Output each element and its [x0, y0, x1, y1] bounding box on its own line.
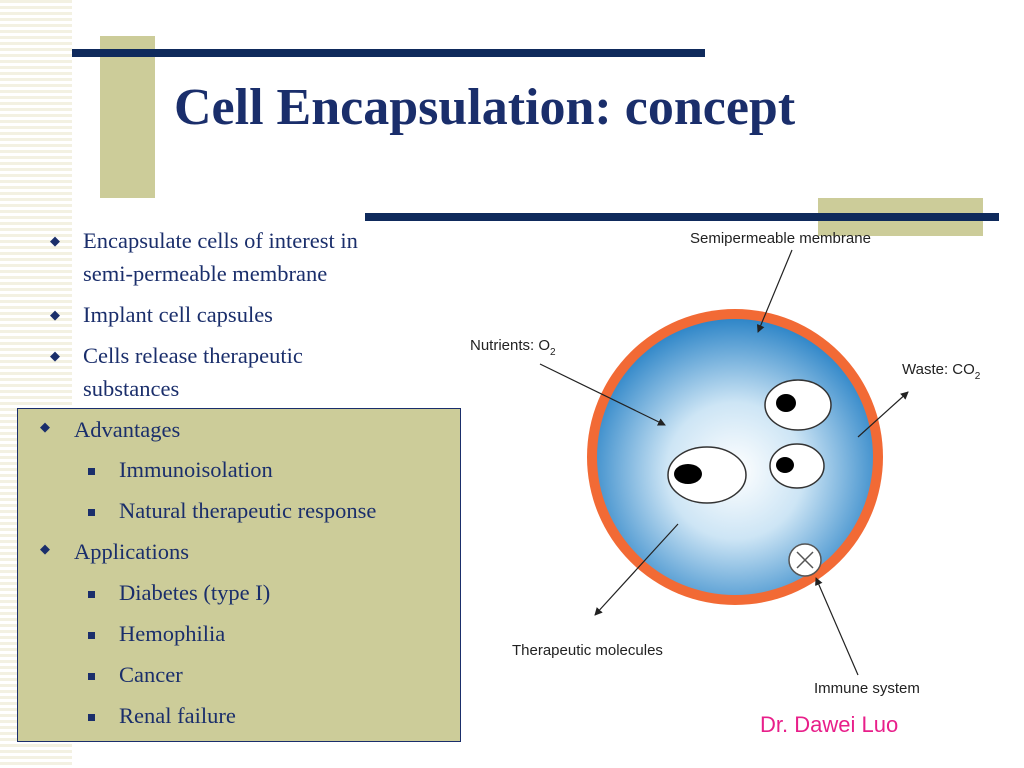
nutrients-label: Nutrients: O2: [470, 337, 556, 358]
bullet-text: Implant cell capsules: [83, 302, 273, 327]
diamond-bullet-icon: ◆: [40, 419, 50, 434]
slide-title: Cell Encapsulation: concept: [174, 79, 796, 136]
advantages-applications-box: ◆ Advantages Immunoisolation Natural the…: [17, 408, 461, 742]
diamond-bullet-icon: ◆: [50, 348, 60, 363]
encapsulated-cell: [764, 379, 832, 431]
bullet-text: Encapsulate cells of interest in: [83, 228, 358, 253]
square-bullet-icon: [88, 468, 95, 475]
diamond-bullet-icon: ◆: [50, 233, 60, 248]
square-bullet-icon: [88, 591, 95, 598]
bullet-item: ◆ Implant cell capsules: [46, 298, 446, 331]
author-credit: Dr. Dawei Luo: [760, 712, 899, 737]
membrane-arrow: [756, 249, 793, 333]
immune-arrow: [815, 577, 859, 676]
top-bullet-list: ◆ Encapsulate cells of interest in semi-…: [46, 224, 446, 413]
immune-block-x-icon: [788, 543, 822, 577]
waste-arrow: [857, 391, 909, 438]
navy-rule-top: [72, 49, 705, 57]
bullet-text: Cells release therapeutic: [83, 343, 303, 368]
immune-system-label: Immune system: [814, 680, 920, 697]
therapeutic-arrow: [594, 523, 679, 616]
square-bullet-icon: [88, 714, 95, 721]
cell-capsule-diagram: Semipermeable membrane Nutrients: O2 Was…: [470, 230, 980, 697]
bullet-item: ◆ Cells release therapeutic substances: [46, 339, 446, 405]
membrane-label: Semipermeable membrane: [690, 230, 871, 247]
square-bullet-icon: [88, 509, 95, 516]
bullet-text: substances: [83, 376, 180, 401]
square-bullet-icon: [88, 632, 95, 639]
diamond-bullet-icon: ◆: [50, 307, 60, 322]
waste-label: Waste: CO2: [902, 361, 980, 382]
tan-accent-block-top: [100, 36, 155, 198]
square-bullet-icon: [88, 673, 95, 680]
navy-rule-middle: [365, 213, 999, 221]
therapeutic-label: Therapeutic molecules: [512, 642, 663, 659]
nutrients-arrow: [539, 363, 666, 426]
diamond-bullet-icon: ◆: [40, 541, 50, 556]
bullet-text: semi-permeable membrane: [83, 261, 328, 286]
encapsulated-cell: [667, 446, 747, 504]
bullet-item: ◆ Encapsulate cells of interest in semi-…: [46, 224, 446, 290]
encapsulated-cell: [769, 443, 825, 489]
